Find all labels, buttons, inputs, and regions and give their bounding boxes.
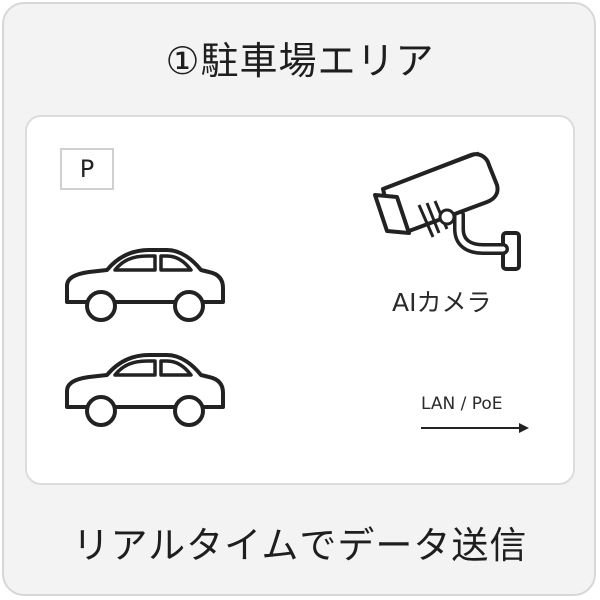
security-camera-icon [373, 151, 521, 271]
connection-label: LAN / PoE [421, 394, 503, 414]
parking-badge: P [60, 148, 114, 190]
car-icon [65, 248, 225, 322]
footer-caption: リアルタイムでデータ送信 [72, 524, 528, 567]
camera-label: AIカメラ [392, 288, 492, 317]
arrow-right-icon [421, 423, 529, 433]
area-title: ①駐車場エリア [165, 39, 435, 83]
car-icon [65, 353, 225, 427]
diagram-panel: P AIカメラ LAN / PoE [25, 115, 575, 485]
